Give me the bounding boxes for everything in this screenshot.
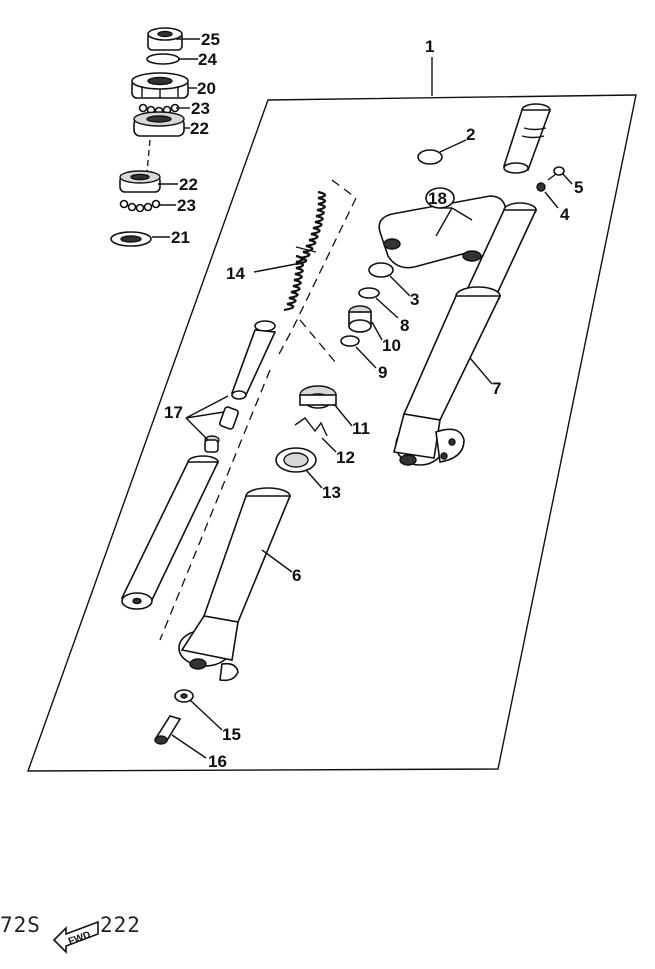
callout-16: 16 <box>208 752 227 771</box>
callout-23a: 23 <box>191 99 210 118</box>
callout-4: 4 <box>560 205 570 224</box>
leader-lines <box>152 38 573 759</box>
part-17-damper-rod <box>204 320 277 453</box>
part-4-washer <box>536 182 546 192</box>
callout-20: 20 <box>197 79 216 98</box>
footer-code-right: 222 <box>100 913 141 937</box>
part-23-lower-balls <box>119 199 161 213</box>
part-6-outer-tube <box>178 487 292 682</box>
callout-17: 17 <box>164 403 183 422</box>
part-5-screw <box>547 166 565 181</box>
part-11-oil-seal <box>299 385 337 409</box>
callout-14: 14 <box>226 264 245 283</box>
diagram-footer: 72S FWD 222 <box>0 913 141 954</box>
callout-25: 25 <box>201 30 220 49</box>
part-23-upper-balls <box>138 103 180 116</box>
assembly-frame <box>27 94 637 772</box>
callout-11: 11 <box>352 419 370 438</box>
callout-15: 15 <box>222 725 241 744</box>
callouts: 1 2 3 4 5 6 7 8 9 10 11 12 13 14 15 16 1… <box>164 30 583 771</box>
right-fork-top-tube <box>502 103 552 174</box>
callout-22b: 22 <box>179 175 198 194</box>
callout-10: 10 <box>382 336 401 355</box>
part-7-fork-leg <box>392 202 538 466</box>
part-20-ring-nut <box>131 72 189 99</box>
callout-5: 5 <box>574 178 583 197</box>
part-14-spring <box>283 190 327 312</box>
callout-24: 24 <box>198 50 217 69</box>
part-16-bolt <box>154 715 182 745</box>
callout-6: 6 <box>292 566 301 585</box>
forward-arrow-icon: FWD <box>52 920 99 954</box>
callout-2: 2 <box>466 125 475 144</box>
left-inner-tube <box>120 455 220 610</box>
part-3-cap <box>368 262 394 278</box>
callout-8: 8 <box>400 316 409 335</box>
part-25-nut <box>147 27 183 51</box>
part-22-lower-race <box>119 170 161 193</box>
part-24-washer <box>146 53 180 65</box>
callout-1: 1 <box>425 37 434 56</box>
part-22-upper-race <box>133 111 185 137</box>
callout-7: 7 <box>492 379 501 398</box>
left-fork-internals <box>120 179 357 745</box>
callout-22a: 22 <box>190 119 209 138</box>
part-9-washer <box>340 335 360 347</box>
callout-13: 13 <box>322 483 341 502</box>
part-13-dust-seal <box>275 447 317 473</box>
right-fork-assembly <box>340 103 565 466</box>
part-10-collar <box>348 305 372 333</box>
callout-18: 18 <box>428 189 447 208</box>
part-12-clip <box>294 417 328 437</box>
callout-3: 3 <box>410 290 419 309</box>
callout-21: 21 <box>171 228 190 247</box>
callout-12: 12 <box>336 448 355 467</box>
callout-9: 9 <box>378 363 387 382</box>
part-2-clip <box>417 149 443 165</box>
part-21-dust-seal <box>110 231 152 247</box>
footer-code-left: 72S <box>0 913 41 937</box>
callout-23b: 23 <box>177 196 196 215</box>
part-15-washer <box>174 689 194 703</box>
part-8-ring <box>358 287 380 299</box>
